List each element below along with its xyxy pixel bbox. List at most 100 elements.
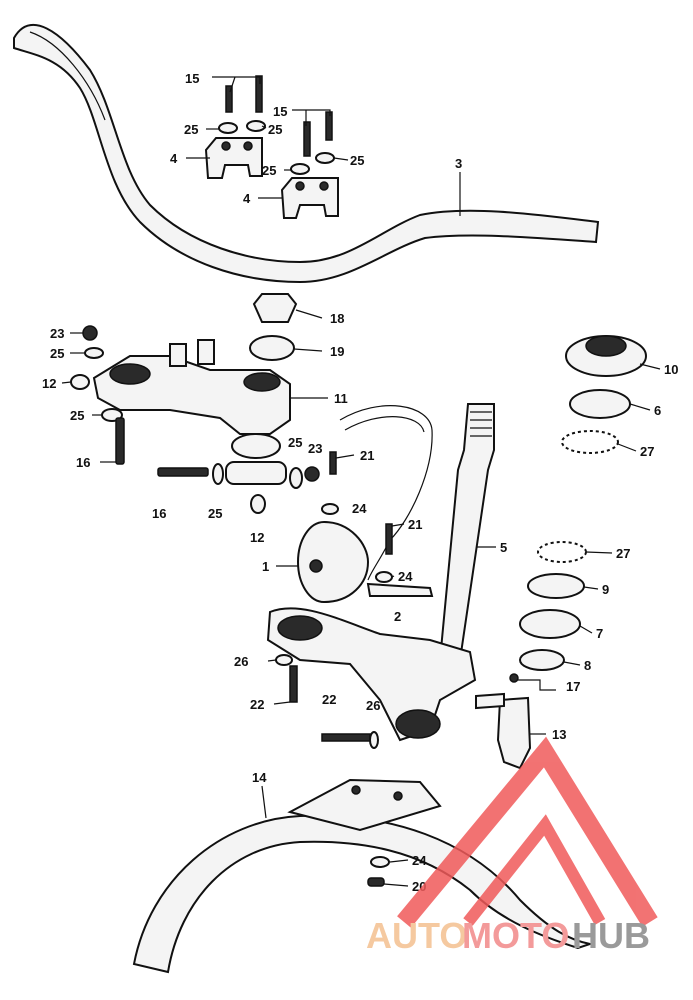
callout-23: 23 [50,326,64,341]
callout-3: 3 [455,156,462,171]
callout-9: 9 [602,582,609,597]
bolt-16a [115,417,125,465]
ball-ring-27b [537,541,587,563]
washer-24a [321,503,339,515]
bolt-15a [225,85,233,113]
callout-11: 11 [334,391,348,406]
horn [297,521,370,603]
callout-19: 19 [330,344,344,359]
bolt-21b [385,523,393,555]
nut-23b [304,466,320,482]
watermark-logo-icon [397,736,658,928]
bolt-20 [367,877,385,887]
callout-14: 14 [252,770,267,785]
callout-10: 10 [664,362,678,377]
callout-27: 27 [616,546,630,561]
handlebar [13,24,600,284]
top-bridge [92,339,291,485]
key-17 [475,692,505,710]
callout-24: 24 [398,569,413,584]
callout-25: 25 [288,435,302,450]
race-6 [569,389,631,419]
callout-7: 7 [596,626,603,641]
callout-21: 21 [360,448,374,463]
callout-25: 25 [268,122,282,137]
seal-8 [519,649,565,671]
steering-stem [266,403,495,742]
bolt-22b [321,733,371,742]
callout-4: 4 [170,151,178,166]
callout-27: 27 [640,444,654,459]
callout-21: 21 [408,517,422,532]
callout-12: 12 [250,530,264,545]
callout-16: 16 [76,455,90,470]
callout-2: 2 [394,609,401,624]
watermark-moto: MOTO [462,915,569,956]
bolt-21a [329,451,337,475]
callout-13: 13 [552,727,566,742]
callout-15: 15 [185,71,199,86]
callout-23: 23 [308,441,322,456]
callout-15: 15 [273,104,287,119]
callout-1: 1 [262,559,269,574]
callout-25: 25 [262,163,276,178]
race-7 [519,609,581,639]
upper-holder-right [280,177,339,219]
bolt-15b [255,75,263,113]
watermark-auto: AUTO [366,915,467,956]
callout-16: 16 [152,506,166,521]
nut-18 [252,293,298,323]
bolt-22a [289,665,298,703]
callout-22: 22 [250,697,264,712]
washer-24c [370,856,390,868]
callout-25: 25 [50,346,64,361]
callout-6: 6 [654,403,661,418]
washer-19 [249,335,295,361]
callout-25: 25 [350,153,364,168]
cushion-12a [70,374,90,390]
washer-24b [375,571,393,583]
bracket-2 [366,582,434,597]
callout-24: 24 [352,501,367,516]
callout-4: 4 [243,191,251,206]
callout-26: 26 [366,698,380,713]
watermark-hub: HUB [572,915,650,956]
washer-25d [315,152,335,164]
washer-26b [369,731,379,749]
washer-25b [246,120,266,132]
washer-25a [218,122,238,134]
callout-25: 25 [70,408,84,423]
callout-17: 17 [566,679,580,694]
ball-ring-27a [561,430,619,454]
cushion-12b [250,494,266,514]
bolt-16b [157,467,209,477]
callout-12: 12 [42,376,56,391]
callout-5: 5 [500,540,507,555]
washer-25h [289,467,303,489]
washer-25e [84,347,104,359]
upper-holder-left [204,137,263,179]
callout-8: 8 [584,658,591,673]
bolt-15d [325,111,333,141]
bolt-15c [303,121,311,157]
washer-26a [275,654,293,666]
callout-25: 25 [184,122,198,137]
wire-harness [339,405,433,581]
callout-22: 22 [322,692,336,707]
watermark-text: AUTO MOTO HUB [366,915,650,956]
top-nut-10 [565,335,647,377]
washer-25c [290,163,310,175]
callout-18: 18 [330,311,344,326]
steering-lock [496,696,532,770]
callout-26: 26 [234,654,248,669]
callout-25: 25 [208,506,222,521]
nut-23a [82,325,98,341]
washer-25g [212,463,224,485]
front-fender [132,778,594,974]
callout-24: 24 [412,853,427,868]
screw-17 [509,673,519,683]
leader-lines [61,76,661,887]
race-9 [527,573,585,599]
